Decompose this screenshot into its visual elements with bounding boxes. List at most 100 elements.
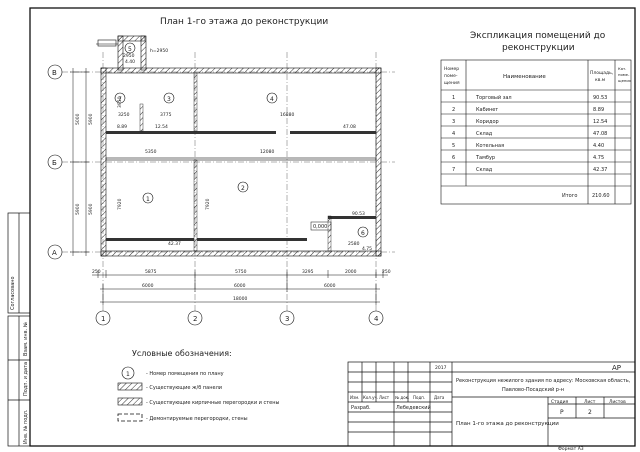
room-label-7: 7: [118, 96, 122, 103]
dim-label: 7920: [117, 198, 123, 210]
dim-left-inner: 5900: [88, 203, 94, 215]
stamp-col-sign: Подп.: [413, 395, 425, 400]
legend-concrete-panel-swatch: [117, 382, 143, 391]
explication-row-num: 2: [452, 107, 455, 113]
explication-row-name: Склад: [476, 167, 493, 173]
dim-label: 12080: [260, 149, 274, 155]
stamp-sheet-title: План 1-го этажа до реконструкции: [456, 421, 559, 427]
dim-label: 7920: [205, 198, 211, 210]
axis-bubble-row-a: [47, 244, 63, 260]
room-markers: [114, 42, 369, 238]
area-label: 12.54: [155, 124, 168, 130]
dim-bottom-detail: 2000: [345, 269, 357, 275]
explication-row-name: Склад: [476, 131, 493, 137]
explication-title-line1: Экспликация помещений до: [470, 31, 606, 41]
side-label-agreed: Согласовано: [10, 276, 16, 310]
dim-bottom-detail: 250: [382, 269, 391, 275]
side-label-replace: Взам. инв. №: [23, 321, 29, 356]
dim-bottom-grid: 6000: [234, 283, 246, 289]
axis-bubble-col-1: [95, 310, 111, 326]
explication-header-num-1: Номер: [444, 66, 459, 72]
stamp-col-doc: № док.: [395, 395, 409, 400]
dim-left-outer: 5900: [75, 203, 81, 215]
dim-label: 2950: [123, 53, 135, 59]
side-label-inv: Инв. № подл.: [23, 409, 29, 444]
title-block: 2017 АР Реконструкция нежилого здания по…: [347, 361, 636, 452]
axis-label-row: В: [52, 69, 57, 77]
axis-bubble-col-4: [368, 310, 384, 326]
axis-bubble-row-v: [47, 64, 63, 80]
axis-bubble-col-3: [279, 310, 295, 326]
room-label-3: 3: [167, 96, 171, 103]
stamp-project-line2: Павлово-Посадский р-н: [502, 386, 564, 393]
explication-header-cat-2: поме-: [618, 72, 630, 77]
explication-row-num: 1: [452, 95, 455, 101]
stamp-stage-label: Стадия: [551, 399, 569, 405]
legend-item-concrete: - Существующие ж/б панели: [146, 385, 222, 391]
area-label: 4.75: [362, 246, 372, 252]
stamp-dev-name: Лебедевский: [396, 404, 431, 411]
grid-lines: [62, 52, 395, 318]
axis-label-col: 1: [101, 315, 105, 323]
stamp-stage: Р: [560, 409, 564, 416]
stamp-dev-role: Разраб.: [351, 405, 371, 411]
explication-row-name: Коридор: [476, 119, 499, 125]
legend-brick-swatch: [117, 397, 143, 406]
legend-item-room-number: - Номер помещения по плану: [146, 371, 224, 377]
explication-table: Экспликация помещений до реконструкции Н…: [440, 31, 632, 205]
legend-item-brick: - Существующие кирпичные перегородки и с…: [146, 400, 280, 406]
area-label: 47.08: [343, 124, 356, 130]
room-label-4: 4: [270, 96, 274, 103]
dim-bottom-detail: 3295: [302, 269, 314, 275]
explication-header-area-1: Площадь,: [590, 70, 613, 76]
stamp-col-list: Лист: [379, 395, 390, 400]
dim-label: 3950: [117, 96, 123, 108]
stamp-project-line1: Реконструкция нежилого здания по адресу:…: [456, 378, 631, 384]
legend: Условные обозначения: 1 - Номер помещени…: [117, 349, 280, 422]
axis-bubble-col-2: [187, 310, 203, 326]
explication-row-area: 90.53: [593, 95, 607, 101]
explication-row-num: 5: [452, 143, 455, 149]
room-label-6: 6: [361, 230, 365, 237]
dim-bottom-detail: 5875: [145, 269, 157, 275]
explication-row-name: Тамбур: [475, 155, 495, 161]
stamp-code: АР: [612, 364, 621, 372]
room-marker-4: [266, 92, 278, 104]
legend-room-number-symbol: [121, 366, 135, 380]
stamp-sheets-label: Листов: [609, 399, 626, 405]
binding-stripes: [7, 212, 31, 447]
stamp-format: Формат А3: [558, 446, 584, 452]
dim-bottom-detail: 250: [92, 269, 101, 275]
explication-row-area: 47.08: [593, 131, 607, 137]
room-label-5: 5: [128, 46, 132, 53]
stamp-col-date: Дата: [434, 395, 445, 400]
explication-row-area: 4.75: [593, 155, 604, 161]
explication-row-num: 7: [452, 167, 455, 173]
explication-row-area: 4.40: [593, 143, 604, 149]
stamp-year: 2017: [435, 365, 447, 371]
dim-label: 5350: [145, 149, 157, 155]
explication-row-num: 3: [452, 119, 455, 125]
room-marker-2: [237, 181, 249, 193]
explication-row-num: 4: [452, 131, 455, 137]
dim-label: 2580: [348, 241, 360, 247]
legend-demolished-swatch: [117, 413, 143, 422]
explication-row-name: Торговый зал: [475, 94, 512, 101]
explication-header-area-2: кв.м: [595, 78, 605, 83]
dim-left-outer: 5000: [75, 113, 81, 125]
explication-total-area: 210.60: [592, 193, 610, 199]
explication-header-cat-3: щения: [618, 78, 631, 83]
dim-label: 16880: [280, 112, 294, 118]
side-label-sign: Подп. и дата: [23, 362, 29, 396]
room-marker-7: [114, 92, 126, 104]
dim-bottom-grid: 6000: [324, 283, 336, 289]
explication-header-num-2: поме-: [444, 74, 458, 79]
axis-label-row: А: [52, 249, 57, 257]
explication-title-line2: реконструкции: [502, 43, 575, 53]
stamp-col-izm: Изм.: [350, 395, 359, 400]
explication-header-cat-1: Кат.: [618, 66, 626, 71]
dim-bottom-grid: 6000: [142, 283, 154, 289]
legend-item-demolished: - Демонтируемые перегородки, стены: [146, 416, 248, 422]
area-label: 8.89: [117, 124, 127, 130]
